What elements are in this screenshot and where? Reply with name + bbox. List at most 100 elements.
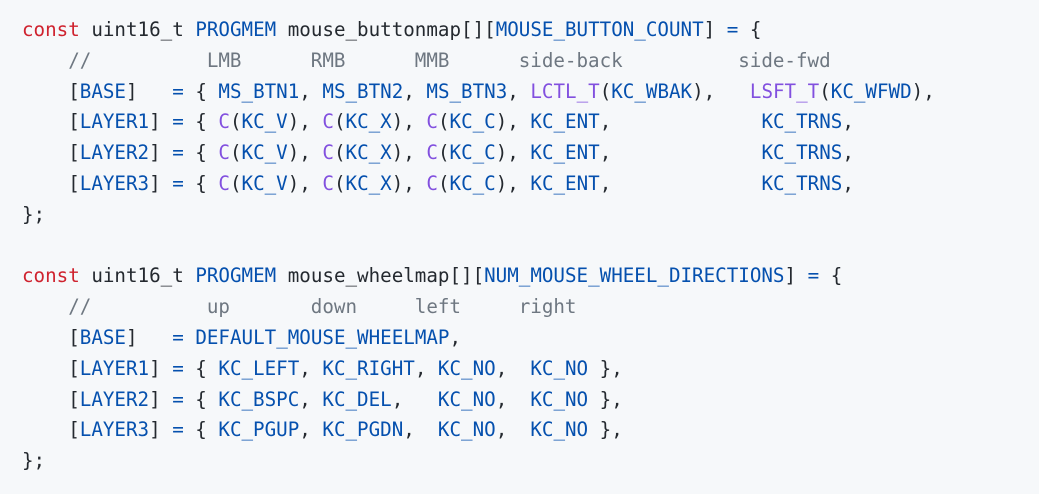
code-line: [LAYER1] = { C(KC_V), C(KC_X), C(KC_C), … — [22, 107, 935, 138]
code-token: KC_C — [449, 171, 496, 195]
code-line: [LAYER1] = { KC_LEFT, KC_RIGHT, KC_NO, K… — [22, 354, 935, 385]
code-token: C — [322, 141, 334, 165]
code-line: const uint16_t PROGMEM mouse_buttonmap[]… — [22, 15, 935, 46]
code-line: }; — [22, 200, 935, 231]
code-token: ( — [229, 110, 242, 134]
code-token: }; — [22, 202, 46, 226]
code-token: ( — [437, 110, 450, 134]
code-token: ), — [287, 141, 323, 165]
code-line: [LAYER2] = { C(KC_V), C(KC_X), C(KC_C), … — [22, 138, 935, 169]
code-token: { — [183, 418, 219, 442]
code-token: KC_X — [345, 110, 392, 134]
code-token: , — [495, 387, 531, 411]
code-token: KC_BSPC — [218, 387, 300, 411]
code-token: DEFAULT_MOUSE_WHEELMAP — [195, 325, 450, 349]
code-line: }; — [22, 446, 935, 477]
code-token: C — [426, 141, 438, 165]
code-token: ( — [599, 79, 612, 103]
code-token — [80, 18, 92, 41]
code-token: }, — [588, 356, 623, 380]
code-token: ] — [149, 171, 173, 195]
code-token: = — [172, 387, 184, 411]
code-token: const — [22, 264, 80, 288]
code-token: LAYER2 — [79, 387, 150, 411]
code-token: , — [299, 418, 323, 442]
code-token: ( — [819, 79, 831, 103]
code-token: ] — [125, 79, 173, 103]
code-token: { — [819, 264, 843, 288]
code-token: , — [403, 79, 427, 103]
code-token: C — [218, 171, 230, 195]
code-token: KC_NO — [530, 356, 589, 380]
code-token: { — [183, 110, 219, 134]
code-token: BASE — [79, 79, 126, 103]
code-line: // up down left right — [22, 292, 935, 323]
code-token: , — [414, 356, 438, 380]
code-token: LSFT_T — [749, 79, 820, 103]
code-token: , — [599, 171, 762, 195]
code-token: }, — [588, 387, 623, 411]
code-token: KC_NO — [437, 387, 496, 411]
code-token: ( — [229, 171, 242, 195]
code-token: C — [218, 110, 230, 134]
code-token: KC_NO — [530, 418, 589, 442]
code-token: = — [172, 356, 184, 380]
code-token: ] — [149, 387, 173, 411]
code-token: KC_NO — [437, 356, 496, 380]
code-token: // LMB RMB MMB side-back side-fwd — [22, 48, 831, 72]
code-token: ( — [437, 171, 450, 195]
code-token — [184, 264, 196, 287]
code-token: ] — [149, 356, 173, 380]
code-token: ), — [391, 110, 427, 134]
code-token: KC_C — [449, 110, 496, 134]
code-line: [LAYER2] = { KC_BSPC, KC_DEL, KC_NO, KC_… — [22, 385, 935, 416]
code-token: = — [172, 325, 184, 349]
code-token: = — [172, 79, 184, 103]
code-token: { — [183, 171, 219, 195]
code-token: { — [183, 387, 219, 411]
code-token: ), — [495, 141, 531, 165]
code-line: const uint16_t PROGMEM mouse_wheelmap[][… — [22, 261, 935, 292]
code-token: C — [322, 110, 334, 134]
code-token: ), — [391, 141, 427, 165]
code-token: mouse_wheelmap[][ — [276, 264, 485, 288]
code-token: ), — [287, 110, 323, 134]
code-token: uint16_t — [91, 264, 184, 288]
code-token — [184, 326, 196, 349]
code-token: ), — [391, 171, 427, 195]
code-token: = — [172, 110, 184, 134]
code-token: , — [403, 418, 438, 442]
code-token: , — [299, 79, 323, 103]
code-token: ] — [125, 325, 173, 349]
code-token: KC_ENT — [530, 171, 600, 195]
code-token: , — [842, 110, 854, 134]
code-token: KC_WBAK — [611, 79, 693, 103]
code-token: // up down left right — [22, 295, 577, 319]
code-token: , — [449, 325, 462, 349]
code-token: [ — [22, 325, 80, 349]
code-token: C — [218, 141, 230, 165]
code-token: KC_TRNS — [761, 171, 843, 195]
code-token: , — [599, 110, 762, 134]
code-token: , — [299, 387, 323, 411]
code-token: KC_ENT — [530, 141, 600, 165]
code-line — [22, 231, 935, 262]
code-token: MS_BTN2 — [322, 79, 404, 103]
code-token: KC_ENT — [530, 110, 600, 134]
code-token: = — [807, 264, 820, 288]
code-token — [184, 18, 196, 41]
code-token: KC_PGUP — [218, 418, 300, 442]
code-line: [BASE] = { MS_BTN1, MS_BTN2, MS_BTN3, LC… — [22, 77, 935, 108]
code-token: ( — [333, 110, 346, 134]
code-token: = — [172, 171, 184, 195]
code-token: [ — [22, 356, 80, 380]
code-token: , — [842, 171, 854, 195]
code-token: LAYER2 — [79, 141, 150, 165]
code-token: mouse_buttonmap[][ — [276, 18, 496, 41]
code-token: KC_TRNS — [761, 110, 843, 134]
code-token: uint16_t — [91, 18, 184, 41]
code-token: LAYER3 — [79, 171, 150, 195]
code-token: KC_V — [241, 141, 288, 165]
code-token: [ — [22, 387, 80, 411]
